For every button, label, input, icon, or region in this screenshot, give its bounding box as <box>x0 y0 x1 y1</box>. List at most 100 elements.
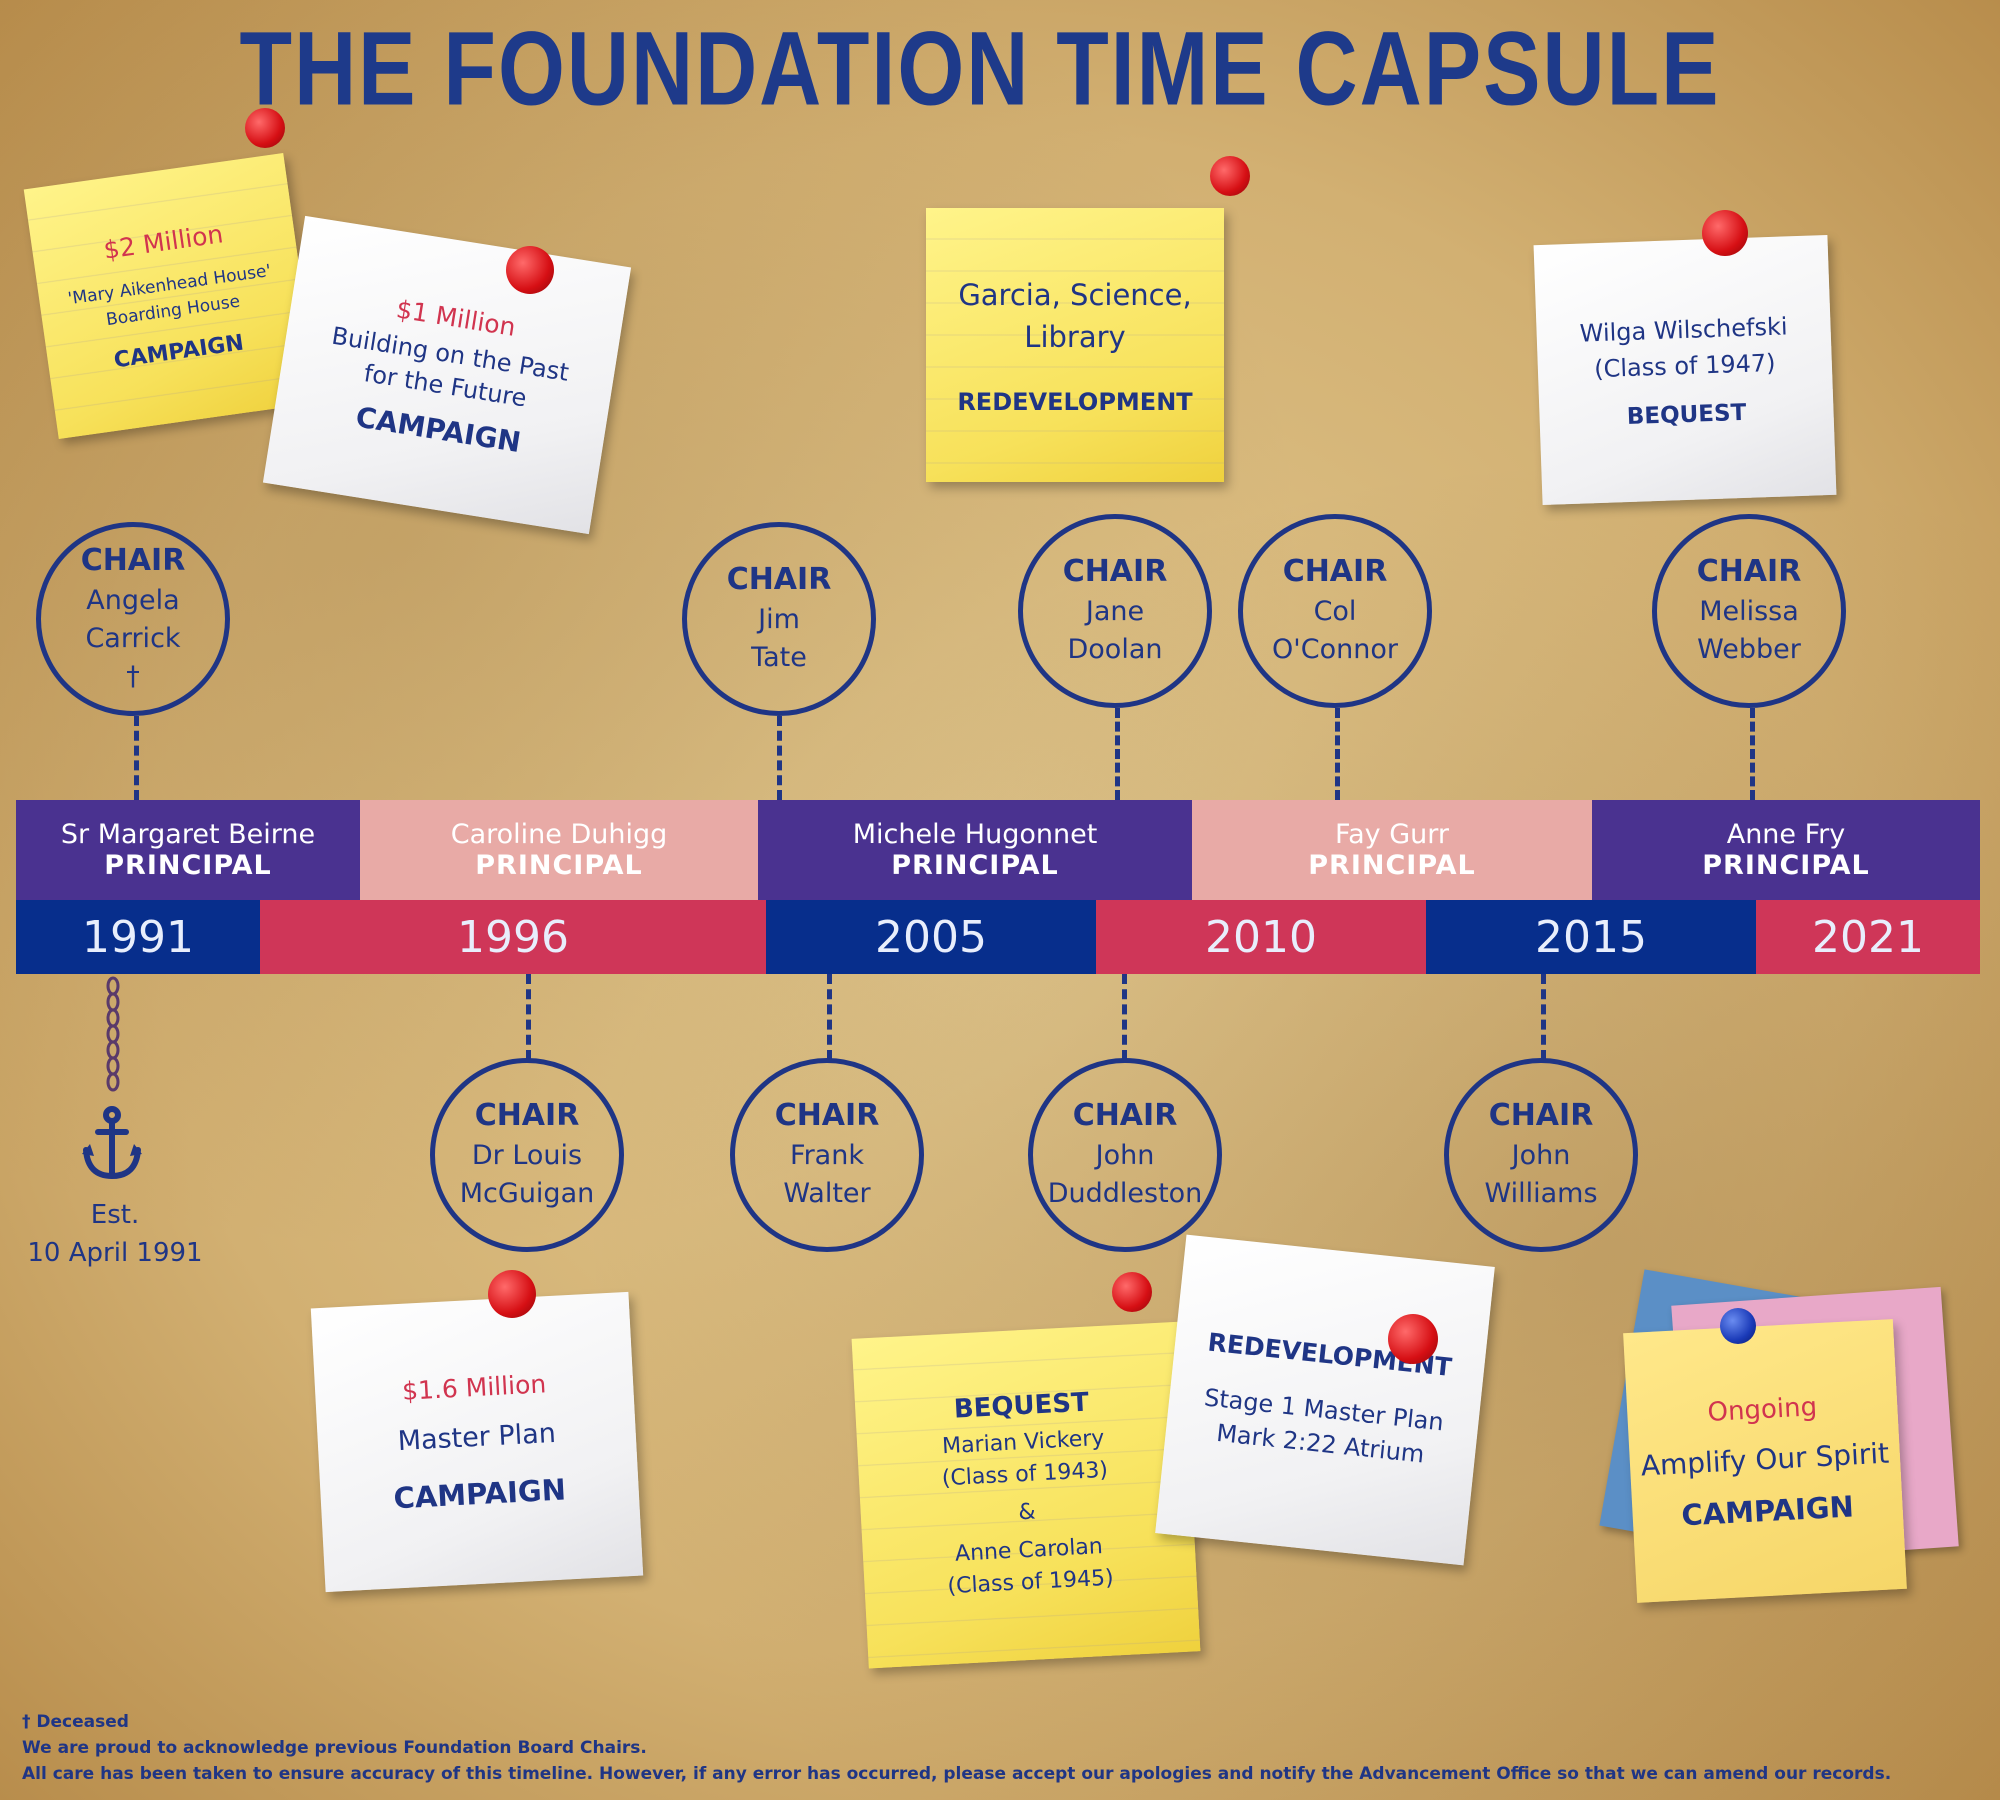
chair-name-line2: McGuigan <box>459 1177 595 1209</box>
chair-circle-angela-carrick: CHAIR Angela Carrick † <box>36 522 230 716</box>
pushpin-icon <box>1112 1272 1152 1312</box>
note-type: BEQUEST <box>953 1387 1090 1425</box>
pushpin-icon <box>1210 156 1250 196</box>
chair-circle-jane-doolan: CHAIR Jane Doolan <box>1018 514 1212 708</box>
note-type: REDEVELOPMENT <box>957 388 1193 416</box>
chair-label: CHAIR <box>80 542 186 578</box>
chair-circle-john-williams: CHAIR John Williams <box>1444 1058 1638 1252</box>
note-amplify-our-spirit: Ongoing Amplify Our Spirit CAMPAIGN <box>1623 1319 1907 1603</box>
established-label: Est. 10 April 1991 <box>20 1196 210 1272</box>
principal-name: Fay Gurr <box>1335 819 1449 850</box>
year-2021: 2021 <box>1756 900 1980 974</box>
chair-circle-john-duddleston: CHAIR John Duddleston <box>1028 1058 1222 1252</box>
note-amount: Ongoing <box>1706 1391 1818 1428</box>
chair-circle-frank-walter: CHAIR Frank Walter <box>730 1058 924 1252</box>
principal-name: Caroline Duhigg <box>450 819 668 850</box>
year-1996: 1996 <box>260 900 766 974</box>
connector <box>827 974 832 1060</box>
principal-role: PRINCIPAL <box>1308 850 1476 881</box>
chair-name-line2: Doolan <box>1067 633 1163 665</box>
chair-name-line2: Webber <box>1697 633 1801 665</box>
connector <box>526 974 531 1060</box>
note-line2: (Class of 1947) <box>1593 348 1776 384</box>
principal-name: Sr Margaret Beirne <box>60 819 316 850</box>
principal-role: PRINCIPAL <box>104 850 272 881</box>
principal-role: PRINCIPAL <box>891 850 1059 881</box>
year-2010: 2010 <box>1096 900 1426 974</box>
principal-band-3: Michele Hugonnet PRINCIPAL <box>758 800 1192 900</box>
note-amount: $1.6 Million <box>401 1369 547 1406</box>
chair-circle-jim-tate: CHAIR Jim Tate <box>682 522 876 716</box>
connector <box>1122 974 1127 1060</box>
principal-band-5: Anne Fry PRINCIPAL <box>1592 800 1980 900</box>
connector <box>1541 974 1546 1060</box>
note-bequest-vickery-carolan: BEQUEST Marian Vickery (Class of 1943) &… <box>851 1321 1201 1669</box>
footer-deceased-note: † Deceased <box>22 1712 129 1732</box>
principal-role: PRINCIPAL <box>475 850 643 881</box>
connector <box>777 716 782 800</box>
footer-disclaimer: All care has been taken to ensure accura… <box>22 1764 1892 1784</box>
chair-circle-louis-mcguigan: CHAIR Dr Louis McGuigan <box>430 1058 624 1252</box>
pushpin-icon <box>488 1270 536 1318</box>
chair-name-line2: Williams <box>1484 1177 1598 1209</box>
chair-name-line1: Frank <box>790 1139 864 1171</box>
chair-name-line1: Jim <box>758 603 800 635</box>
chair-label: CHAIR <box>1072 1097 1178 1133</box>
chair-name-line1: Col <box>1313 595 1357 627</box>
note-1-million: $1 Million Building on the Past for the … <box>262 215 632 535</box>
note-type: CAMPAIGN <box>392 1472 567 1516</box>
principal-band-2: Caroline Duhigg PRINCIPAL <box>360 800 758 900</box>
principal-band-1: Sr Margaret Beirne PRINCIPAL <box>16 800 360 900</box>
chair-name-line2: Carrick <box>85 622 181 654</box>
note-line1: Master Plan <box>396 1417 557 1458</box>
chair-name-line2: Walter <box>783 1177 871 1209</box>
note-2-million: $2 Million 'Mary Aikenhead House' Boardi… <box>23 152 319 440</box>
chair-name-line1: Melissa <box>1699 595 1799 627</box>
chair-name-line2: O'Connor <box>1272 633 1398 665</box>
pushpin-icon <box>245 108 285 148</box>
note-type: CAMPAIGN <box>112 330 246 374</box>
principal-name: Michele Hugonnet <box>852 819 1098 850</box>
note-line1: Amplify Our Spirit <box>1639 1436 1890 1482</box>
connector <box>1115 708 1120 800</box>
est-date: 10 April 1991 <box>27 1238 203 1268</box>
deceased-mark: † <box>126 660 140 692</box>
anchor-icon <box>82 1106 142 1180</box>
pushpin-icon <box>1702 210 1748 256</box>
chair-circle-melissa-webber: CHAIR Melissa Webber <box>1652 514 1846 708</box>
principal-band-4: Fay Gurr PRINCIPAL <box>1192 800 1592 900</box>
chair-label: CHAIR <box>474 1097 580 1133</box>
note-garcia-science-library: Garcia, Science, Library REDEVELOPMENT <box>926 208 1224 482</box>
connector <box>134 716 139 800</box>
chair-label: CHAIR <box>1062 553 1168 589</box>
year-2015: 2015 <box>1426 900 1756 974</box>
est-label: Est. <box>90 1200 140 1230</box>
chair-name-line1: Dr Louis <box>471 1139 583 1171</box>
principal-name: Anne Fry <box>1726 819 1846 850</box>
chair-name-line1: Angela <box>86 584 180 616</box>
chair-name-line1: John <box>1095 1139 1155 1171</box>
note-wilga-wilschefski: Wilga Wilschefski (Class of 1947) BEQUES… <box>1533 234 1837 506</box>
connector <box>1335 708 1340 800</box>
chain-icon <box>106 976 120 1092</box>
connector <box>1750 708 1755 800</box>
note-type: BEQUEST <box>1626 399 1747 431</box>
pushpin-icon <box>1720 1308 1756 1344</box>
pushpin-icon <box>1388 1314 1438 1364</box>
chair-label: CHAIR <box>726 561 832 597</box>
year-1991: 1991 <box>16 900 260 974</box>
note-ampersand: & <box>1017 1499 1037 1526</box>
page-title: THE FOUNDATION TIME CAPSULE <box>239 10 1721 128</box>
note-1-6-million: $1.6 Million Master Plan CAMPAIGN <box>310 1291 644 1593</box>
chair-label: CHAIR <box>1488 1097 1594 1133</box>
principal-role: PRINCIPAL <box>1702 850 1870 881</box>
note-redevelopment-stage1: REDEVELOPMENT Stage 1 Master Plan Mark 2… <box>1155 1234 1495 1566</box>
note-line2: Library <box>1024 320 1126 354</box>
chair-name-line2: Tate <box>751 641 807 673</box>
note-type: CAMPAIGN <box>1680 1488 1855 1532</box>
chair-name-line1: Jane <box>1085 595 1145 627</box>
chair-label: CHAIR <box>1282 553 1388 589</box>
chair-label: CHAIR <box>774 1097 880 1133</box>
chair-circle-col-oconnor: CHAIR Col O'Connor <box>1238 514 1432 708</box>
chair-label: CHAIR <box>1696 553 1802 589</box>
